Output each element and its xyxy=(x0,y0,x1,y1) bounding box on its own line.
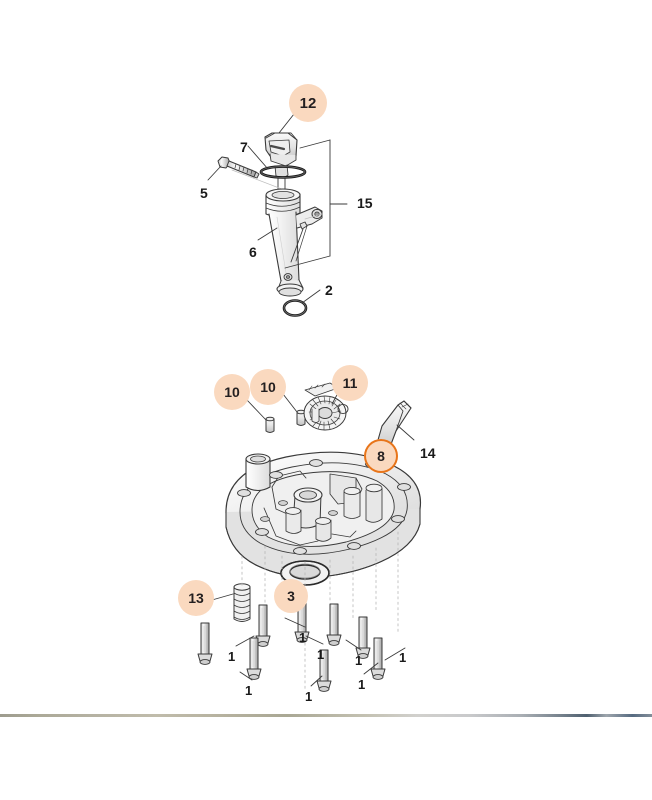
callout-bubble-13[interactable]: 13 xyxy=(178,580,214,616)
part-label-1: 1 xyxy=(317,647,325,662)
assembly-axes xyxy=(241,531,399,691)
part-label-1: 1 xyxy=(299,630,307,645)
part-label-1: 1 xyxy=(245,683,253,698)
part-6-collar xyxy=(265,188,301,218)
part-10-dowel-pin-b xyxy=(296,409,306,426)
part-13-coil-spring xyxy=(233,583,251,622)
part-1-bolt xyxy=(197,622,213,665)
part-label-15: 15 xyxy=(357,195,373,211)
leader-5 xyxy=(207,165,222,181)
callout-bubble-8[interactable]: 8 xyxy=(364,439,398,473)
leader-12 xyxy=(278,113,295,134)
part-8-crankcase-housing xyxy=(225,451,422,578)
part-1-bolt xyxy=(326,603,342,646)
callout-bubble-3[interactable]: 3 xyxy=(274,579,308,613)
leader-6 xyxy=(257,227,278,241)
part-10-dowel-pin-a xyxy=(265,416,275,433)
part-1-bolt xyxy=(246,637,262,680)
part-12-dipstick-cap xyxy=(264,132,298,179)
part-1-bolt-group xyxy=(197,600,386,692)
part-7-o-ring xyxy=(259,165,307,179)
part-label-1: 1 xyxy=(358,677,366,692)
part-1-bolt xyxy=(255,604,271,647)
leader-1-group xyxy=(235,617,406,687)
part-1-bolt xyxy=(370,637,386,680)
leader-7 xyxy=(247,145,269,170)
leader-10b xyxy=(282,393,298,413)
callout-bubble-11[interactable]: 11 xyxy=(332,365,368,401)
part-6-lower-flange xyxy=(276,273,304,297)
page-divider xyxy=(0,714,652,717)
part-label-1: 1 xyxy=(305,689,313,704)
part-label-7: 7 xyxy=(240,139,248,155)
leader-15-bracket xyxy=(284,139,348,269)
part-label-14: 14 xyxy=(420,445,436,461)
part-label-6: 6 xyxy=(249,244,257,260)
leader-14 xyxy=(396,424,415,441)
part-label-2: 2 xyxy=(325,282,333,298)
part-1-bolt xyxy=(355,616,371,659)
callout-bubble-12[interactable]: 12 xyxy=(289,84,327,122)
part-1-bolt xyxy=(316,649,332,692)
part-label-1: 1 xyxy=(399,650,407,665)
part-6-tube-body xyxy=(268,211,300,284)
leader-10a xyxy=(246,399,267,421)
part-label-5: 5 xyxy=(200,185,208,201)
callout-bubble-10[interactable]: 10 xyxy=(214,374,250,410)
leader-13 xyxy=(211,593,234,601)
part-label-1: 1 xyxy=(228,649,236,664)
part-2-o-ring xyxy=(282,299,308,317)
leader-2 xyxy=(301,289,321,304)
callout-bubble-10[interactable]: 10 xyxy=(250,369,286,405)
part-label-1: 1 xyxy=(355,653,363,668)
part-5-hex-bolt xyxy=(217,156,260,179)
